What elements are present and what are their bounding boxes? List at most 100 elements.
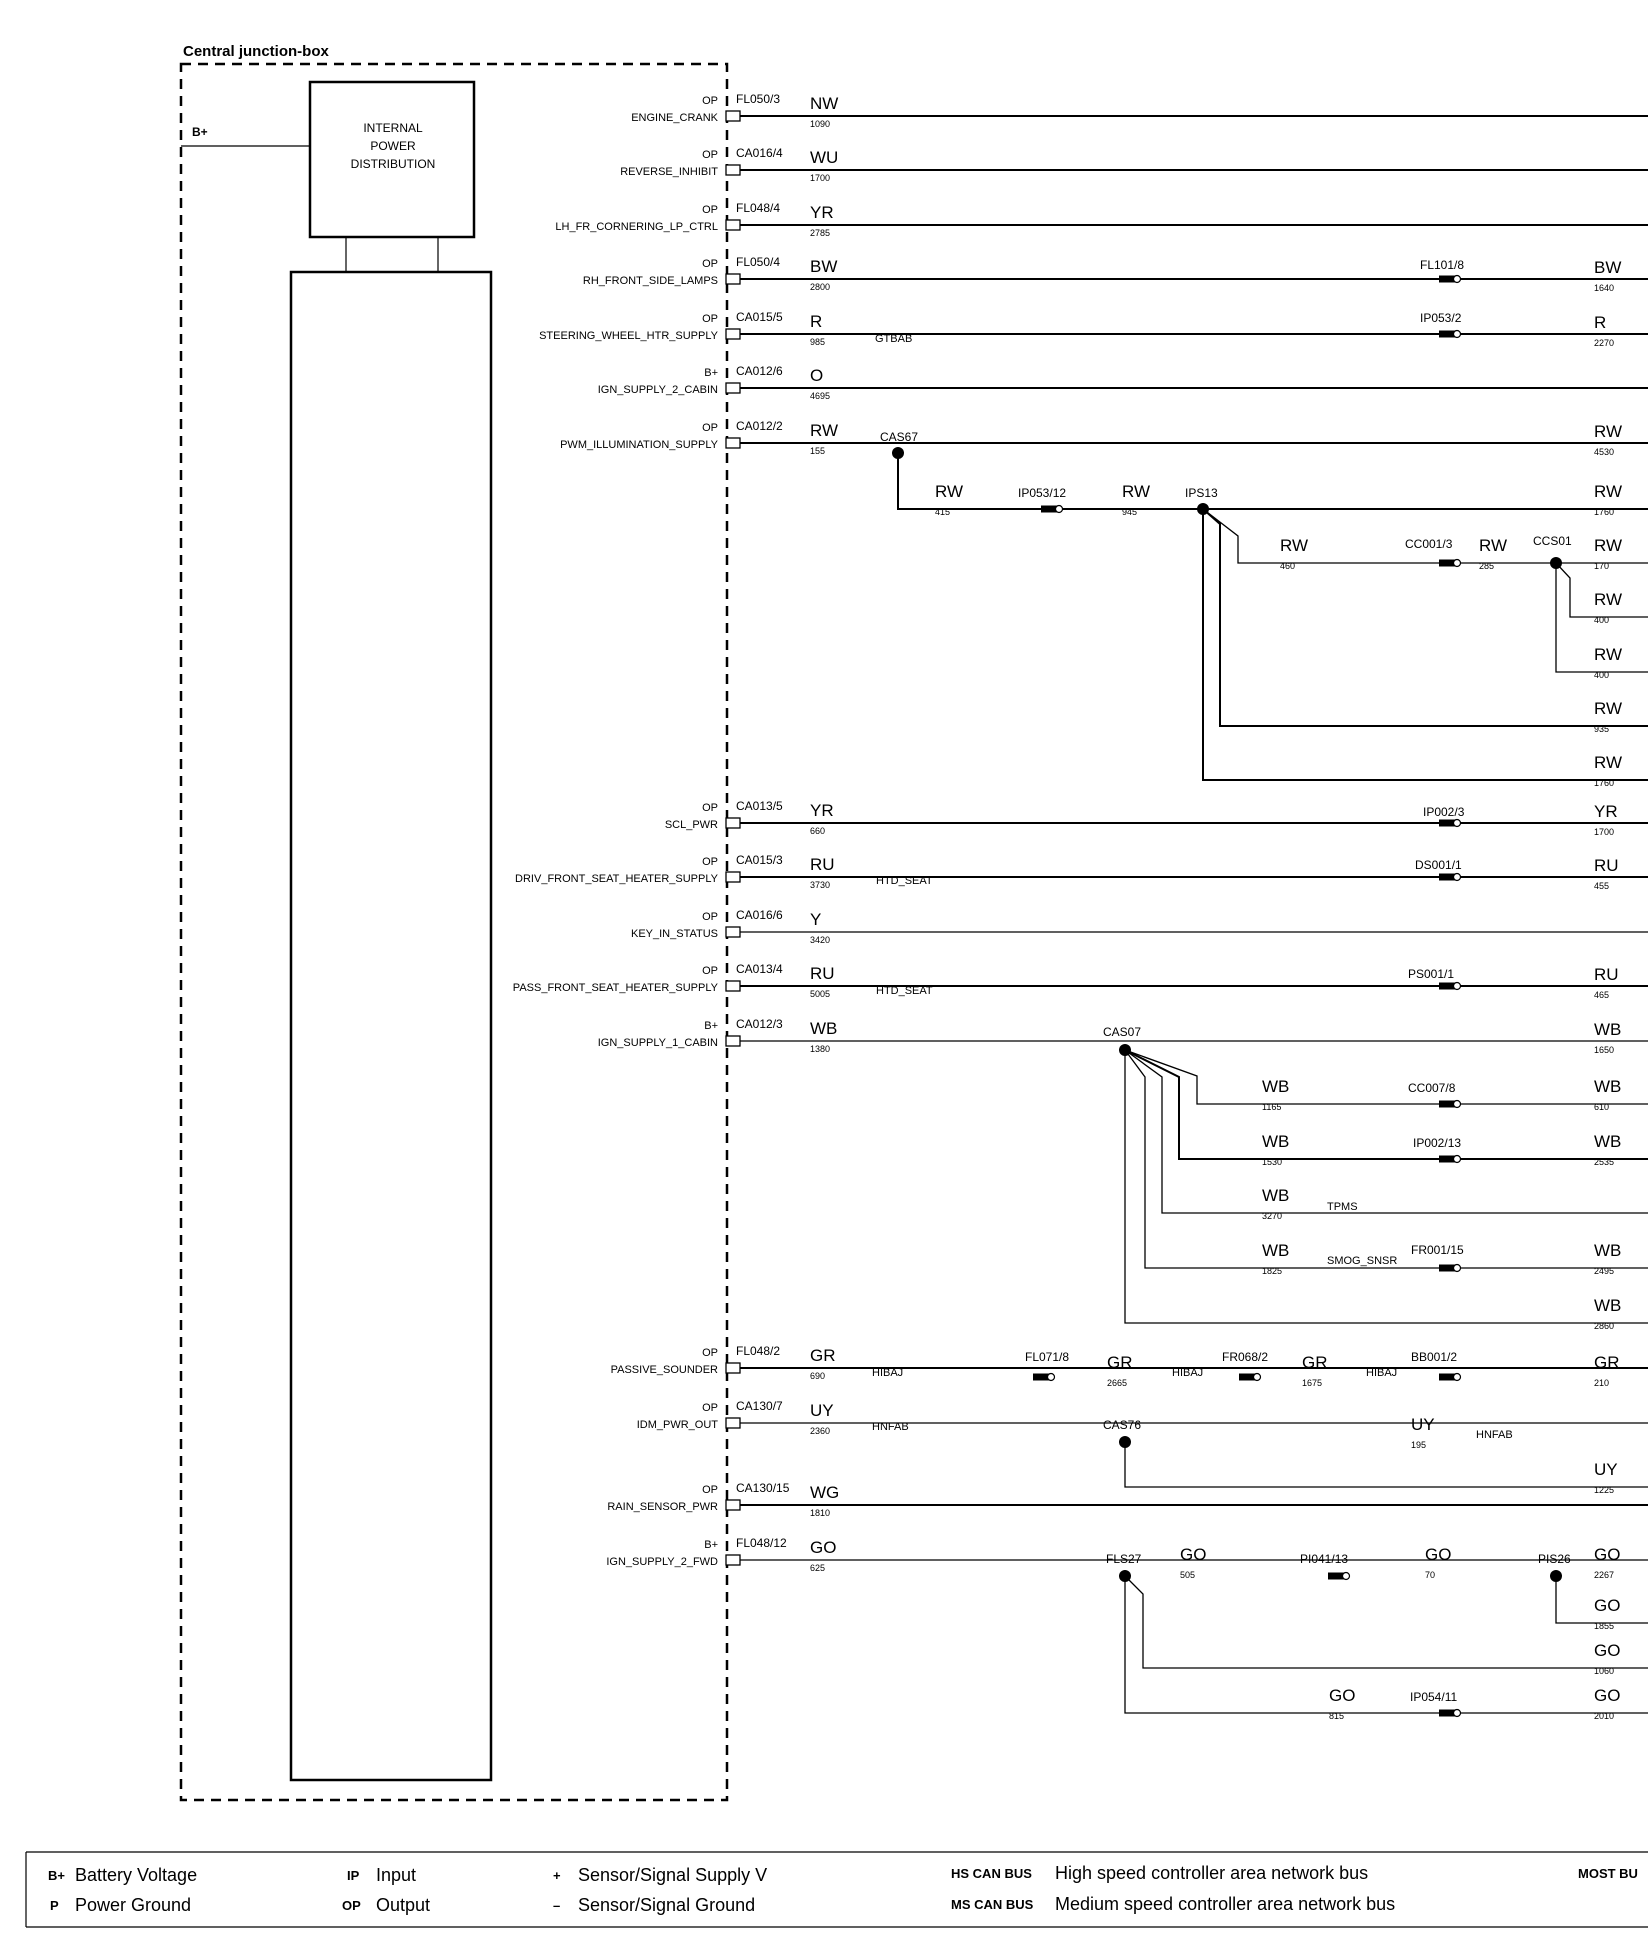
go-out2-color: GO (1594, 1596, 1620, 1615)
circuit-wire-color: WU (810, 148, 838, 167)
connector-fr001 (1439, 1263, 1462, 1273)
connector-cc007-label: CC007/8 (1408, 1081, 1456, 1095)
wb-main-out-length: 1650 (1594, 1045, 1614, 1055)
circuit-signal-name: STEERING_WHEEL_HTR_SUPPLY (539, 330, 719, 342)
legend-desc-power-ground: Power Ground (75, 1895, 191, 1915)
circuit-wire-length: 1700 (810, 173, 830, 183)
wb-main-out-color: WB (1594, 1020, 1621, 1039)
wb-b4-a-length: 1825 (1262, 1266, 1282, 1276)
legend-desc-input: Input (376, 1865, 416, 1885)
circuit-pin: FL048/4 (736, 201, 780, 215)
circuit-signal-name: PASSIVE_SOUNDER (611, 1364, 718, 1376)
circuit-signal-name: DRIV_FRONT_SEAT_HEATER_SUPPLY (515, 873, 719, 885)
go-out1-length: 2267 (1594, 1570, 1614, 1580)
circuit-direction: OP (702, 911, 718, 923)
circuit-pin: CA012/2 (736, 419, 783, 433)
circuit-wire-length: 625 (810, 1563, 825, 1573)
go-out4-length: 2010 (1594, 1711, 1614, 1721)
circuit-pin: CA130/15 (736, 1481, 790, 1495)
connector-ps001 (1439, 981, 1462, 991)
circuit-direction: B+ (704, 367, 718, 379)
connector-fl101 (1439, 274, 1462, 284)
wire-wb-b4 (1124, 1049, 1648, 1269)
harness-tag-pass-seat: HTD_SEAT (876, 985, 933, 997)
wire-wb-b3 (1124, 1049, 1648, 1214)
pin-connector (725, 926, 741, 938)
wb-b5-color: WB (1594, 1296, 1621, 1315)
circuit-signal-name: PWM_ILLUMINATION_SUPPLY (560, 439, 719, 451)
rw-cc-a-length: 460 (1280, 561, 1295, 571)
circuit-wire-color: WB (810, 1019, 837, 1038)
wire-rw-cc (1202, 508, 1556, 564)
legend-code-output: OP (342, 1898, 361, 1913)
circuit-wire-color: RW (810, 421, 838, 440)
legend-code-battery: B+ (48, 1868, 65, 1883)
gr-b-length: 2665 (1107, 1378, 1127, 1388)
wb-b2-out-length: 2535 (1594, 1157, 1614, 1167)
yr-out-color: YR (1594, 802, 1618, 821)
pin-connector (725, 1035, 741, 1047)
legend-code-sensor-supply: + (553, 1868, 561, 1883)
rw-ccs01-2-length: 400 (1594, 615, 1609, 625)
connector-fr068-label: FR068/2 (1222, 1350, 1268, 1364)
connector-fr068 (1239, 1372, 1262, 1382)
circuit-pin: CA012/3 (736, 1017, 783, 1031)
rw-ips13-out-color: RW (1594, 482, 1622, 501)
connector-fr001-label: FR001/15 (1411, 1243, 1464, 1257)
circuit-wire-length: 1090 (810, 119, 830, 129)
rw-cas67-b-color: RW (1122, 482, 1150, 501)
circuit-direction: OP (702, 856, 718, 868)
legend-desc-hs-can: High speed controller area network bus (1055, 1863, 1368, 1883)
pin-connector (725, 219, 741, 231)
rw-cc-a-color: RW (1280, 536, 1308, 555)
circuit-direction: OP (702, 1484, 718, 1496)
connector-bb001 (1439, 1372, 1462, 1382)
wb-b3-length: 3270 (1262, 1211, 1282, 1221)
rw-ips13-3-color: RW (1594, 753, 1622, 772)
splice-ccs01-label: CCS01 (1533, 534, 1572, 548)
connector-ip053-12-label: IP053/12 (1018, 486, 1066, 500)
circuit-signal-name: RH_FRONT_SIDE_LAMPS (583, 275, 718, 287)
go-c-color: GO (1425, 1545, 1451, 1564)
circuit-wire-color: RU (810, 855, 835, 874)
rw-ccs01-1-length: 170 (1594, 561, 1609, 571)
connector-bb001-label: BB001/2 (1411, 1350, 1457, 1364)
rw-ips13-out-length: 1760 (1594, 507, 1614, 517)
r-out-color: R (1594, 313, 1606, 332)
wb-b4-a-color: WB (1262, 1241, 1289, 1260)
wb-b1-a-length: 1165 (1262, 1102, 1281, 1112)
go-c-length: 70 (1425, 1570, 1435, 1580)
circuit-direction: OP (702, 204, 718, 216)
rw-cas67-a-color: RW (935, 482, 963, 501)
circuit-wire-color: YR (810, 801, 834, 820)
circuit-wire-length: 3730 (810, 880, 830, 890)
connector-ds001-label: DS001/1 (1415, 858, 1462, 872)
legend-code-hs-can: HS CAN BUS (951, 1866, 1032, 1881)
circuit-wire-color: RU (810, 964, 835, 983)
harness-tag-smog: SMOG_SNSR (1327, 1255, 1397, 1267)
connector-ip002-13-label: IP002/13 (1413, 1136, 1461, 1150)
go-b3-a-length: 815 (1329, 1711, 1344, 1721)
circuit-pin: CA130/7 (736, 1399, 783, 1413)
circuit-signal-name: SCL_PWR (665, 819, 718, 831)
circuit-direction: OP (702, 1347, 718, 1359)
uy-br-length: 1225 (1594, 1485, 1614, 1495)
splice-fls27-label: FLS27 (1106, 1552, 1142, 1566)
connector-pi041-label: PI041/13 (1300, 1552, 1348, 1566)
pin-connector (725, 1554, 741, 1566)
gr-c-color: GR (1302, 1353, 1328, 1372)
yr-out-length: 1700 (1594, 827, 1614, 837)
rw-ccs01-1-color: RW (1594, 536, 1622, 555)
connector-cc001-3 (1439, 558, 1462, 568)
rw-ccs01-3-length: 400 (1594, 670, 1609, 680)
wire-rw-ips13-2 (1202, 508, 1648, 727)
pin-connector (725, 1499, 741, 1511)
